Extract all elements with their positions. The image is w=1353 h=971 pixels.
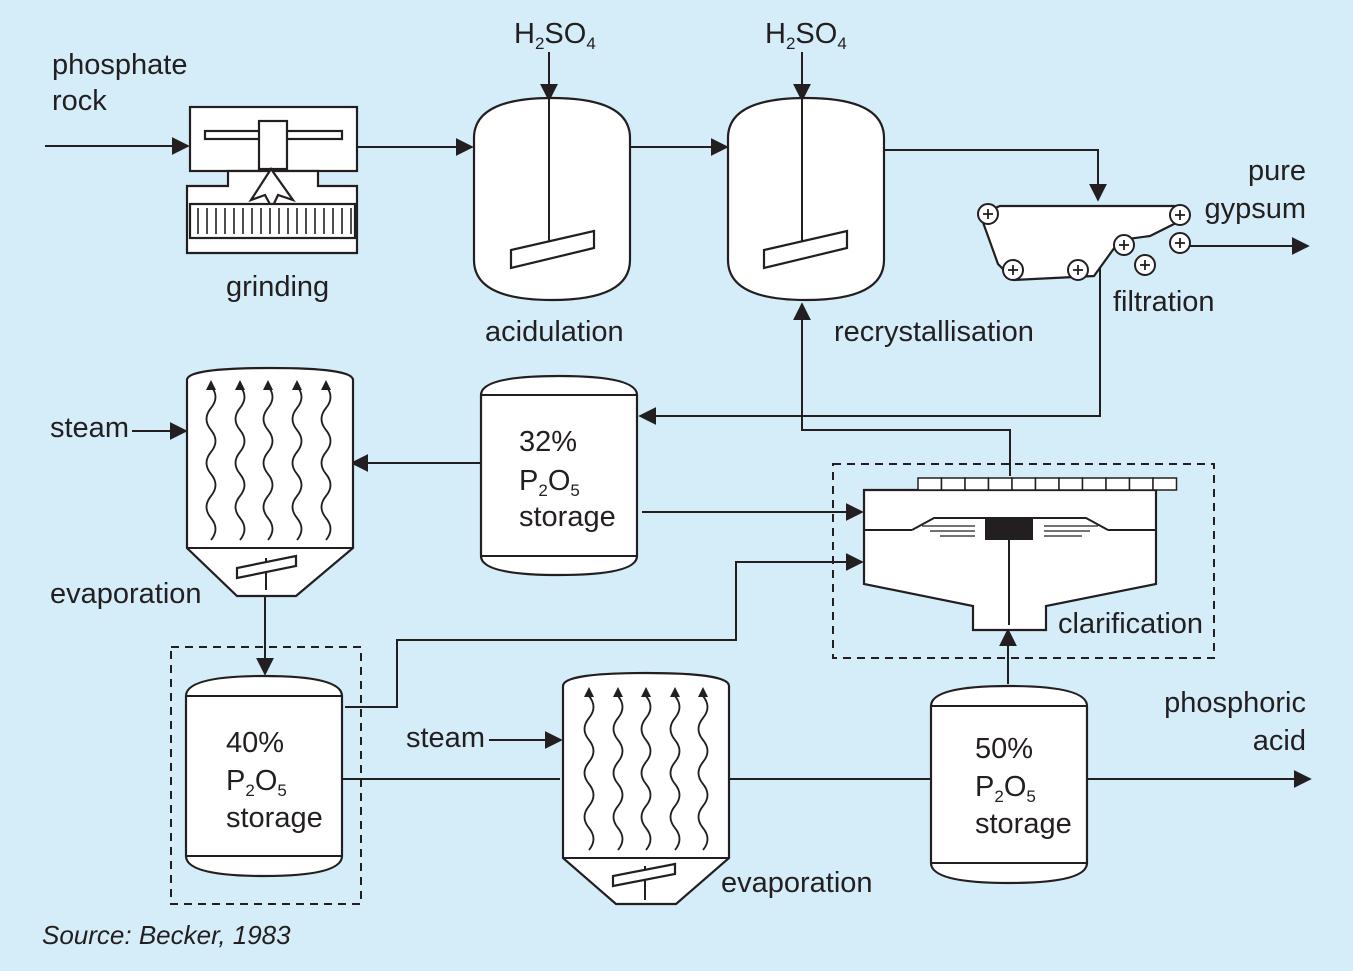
flow-clarification-to-recryst xyxy=(793,302,1011,476)
h2so4-label-recrystallisation: H2SO4 xyxy=(765,18,847,53)
clarification-boundary xyxy=(832,463,1215,659)
flow-recryst-to-filtration xyxy=(884,149,1107,202)
storage-32-word: storage xyxy=(519,501,616,533)
storage-tank-32 xyxy=(479,374,639,577)
recrystallisation-label: recrystallisation xyxy=(834,316,1034,348)
storage-50-percent: 50% xyxy=(975,733,1033,765)
evaporator-1 xyxy=(185,366,355,598)
clarifier-unit xyxy=(862,477,1178,632)
evaporator-2 xyxy=(561,671,731,906)
recrystallisation-reactor xyxy=(726,96,886,302)
filtration-label: filtration xyxy=(1113,286,1215,318)
acidulation-label: acidulation xyxy=(485,316,624,348)
flow-lines xyxy=(45,52,1312,788)
grinding-unit xyxy=(185,105,359,255)
steam-label-1: steam xyxy=(50,412,129,444)
storage-40-percent: 40% xyxy=(226,727,284,759)
h2so4-label-acidulation: H2SO4 xyxy=(514,18,596,53)
clarification-label: clarification xyxy=(1058,608,1203,640)
storage-50-word: storage xyxy=(975,808,1072,840)
steam-label-2: steam xyxy=(406,722,485,754)
storage-tank-40 xyxy=(184,674,344,878)
grinding-label: grinding xyxy=(226,271,329,303)
storage-50-formula: P2O5 xyxy=(975,771,1036,806)
filtration-unit xyxy=(977,203,1191,282)
flow-filtrate-to-32-storage xyxy=(638,236,1101,425)
phosphoric-acid-label-1: phosphoric xyxy=(1164,687,1306,719)
flow-40-storage-to-clarification xyxy=(345,553,864,708)
phosphate-rock-label-1: phosphate xyxy=(52,49,187,81)
phosphoric-acid-label-2: acid xyxy=(1253,725,1306,757)
storage-40-word: storage xyxy=(226,802,323,834)
evaporation-label-2: evaporation xyxy=(721,867,873,899)
storage-32-percent: 32% xyxy=(519,426,577,458)
storage-40-formula: P2O5 xyxy=(226,765,287,800)
phosphate-rock-label-2: rock xyxy=(52,85,107,117)
source-caption: Source: Becker, 1983 xyxy=(42,920,291,950)
evaporation-label-1: evaporation xyxy=(50,578,202,610)
storage-tank-50 xyxy=(929,684,1089,885)
acidulation-reactor xyxy=(472,96,632,302)
storage-32-formula: P2O5 xyxy=(519,465,580,500)
pure-gypsum-label-1: pure xyxy=(1248,155,1306,187)
pure-gypsum-label-2: gypsum xyxy=(1204,193,1306,225)
